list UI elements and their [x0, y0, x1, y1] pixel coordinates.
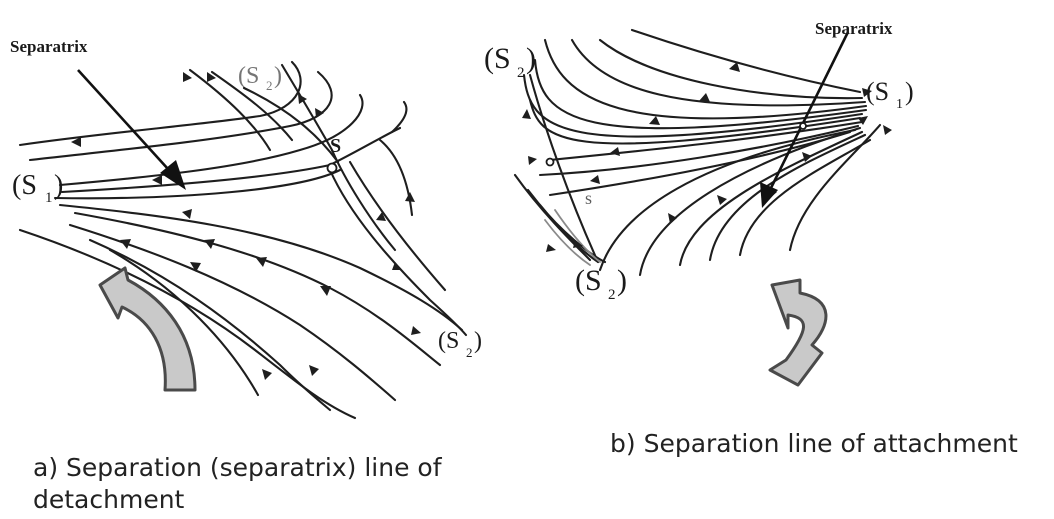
attachment-point-node	[800, 123, 806, 129]
separatrix-label: Separatrix	[815, 19, 893, 38]
streamline	[30, 72, 332, 160]
caption-a-line1: a) Separation (separatrix) line of	[33, 453, 443, 482]
rotation-arrow-icon	[770, 280, 826, 385]
flow-arrow	[262, 369, 272, 380]
s2-bottom-label: (S 2 )	[438, 328, 482, 360]
s1-label: (S 1 )	[866, 77, 914, 112]
flow-arrow	[883, 125, 892, 135]
svg-text:): )	[526, 42, 536, 75]
streamline	[90, 240, 330, 410]
svg-text:): )	[617, 264, 627, 297]
s2-top-label: (S 2 )	[484, 42, 536, 81]
svg-text:(S: (S	[575, 264, 602, 297]
separatrix-label: Separatrix	[10, 37, 88, 56]
svg-text:(S: (S	[12, 170, 37, 201]
svg-text:(S: (S	[238, 63, 259, 89]
streamline	[282, 65, 395, 250]
panel-a-streamlines	[20, 62, 466, 418]
streamline	[55, 170, 340, 198]
s2-top-label: (S 2 )	[238, 63, 282, 93]
flow-arrow	[590, 175, 600, 184]
flow-arrow	[522, 109, 531, 119]
flow-arrow	[190, 262, 201, 272]
caption-b: b) Separation line of attachment	[610, 429, 1018, 458]
flow-arrow	[309, 365, 319, 376]
flow-arrow	[298, 94, 307, 104]
separatrix-pointer-arrow	[770, 32, 848, 190]
flow-arrow	[315, 108, 324, 118]
svg-text:1: 1	[896, 97, 903, 112]
svg-text:1: 1	[45, 190, 53, 206]
separatrix-pointer-arrow	[78, 70, 178, 180]
svg-text:2: 2	[466, 345, 473, 360]
panel-a-diagram: Separatrix S (S 1 ) (S 2 ) (S 2 ) a) Sep…	[10, 37, 482, 514]
flow-arrow	[183, 72, 192, 82]
flow-arrow	[405, 192, 415, 202]
s1-label: (S 1 )	[12, 170, 63, 206]
svg-text:2: 2	[608, 287, 616, 303]
flow-arrow	[649, 116, 660, 125]
svg-text:2: 2	[266, 78, 273, 93]
svg-text:): )	[905, 77, 914, 106]
streamline	[380, 140, 412, 215]
saddle-label: S	[330, 135, 341, 157]
panel-b-diagram: Separatrix s (S 1 ) (S 2 ) (S 2 ) b) Sep…	[484, 19, 1018, 458]
flow-arrow	[528, 156, 537, 165]
flow-arrow	[717, 195, 727, 205]
saddle-point-node	[328, 164, 337, 173]
flow-arrow	[256, 257, 267, 267]
svg-text:(S: (S	[484, 42, 511, 75]
rotation-arrow-icon	[100, 268, 195, 390]
s2-bottom-label: (S 2 )	[575, 264, 627, 303]
flow-arrow	[320, 286, 331, 296]
flow-arrow	[546, 244, 556, 252]
streamline	[60, 95, 363, 185]
flow-arrow	[411, 326, 421, 335]
flow-arrow	[699, 93, 710, 102]
flow-arrow	[182, 209, 192, 219]
streamline	[330, 170, 466, 335]
streamline	[632, 30, 860, 92]
svg-text:): )	[274, 63, 282, 89]
panel-b-streamlines	[515, 30, 880, 275]
saddle-label: s	[585, 188, 592, 208]
svg-text:(S: (S	[866, 77, 889, 106]
svg-text:(S: (S	[438, 328, 459, 354]
saddle-point-node	[547, 159, 554, 166]
streamline	[545, 40, 866, 118]
flow-arrow	[392, 262, 402, 270]
svg-text:): )	[474, 328, 482, 354]
svg-text:2: 2	[517, 65, 525, 81]
svg-text:): )	[54, 170, 63, 201]
streamline	[680, 132, 862, 265]
caption-a-line2: detachment	[33, 485, 185, 514]
